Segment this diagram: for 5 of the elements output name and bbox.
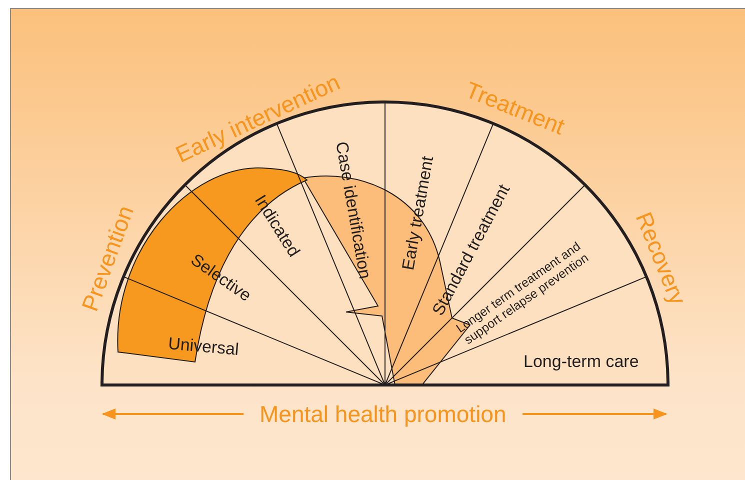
sector-label: Long-term care xyxy=(524,352,639,372)
sector-label: Universal xyxy=(166,334,240,360)
sector-label: Case identification xyxy=(330,140,374,280)
sector-label: Early treatment xyxy=(398,154,438,272)
promotion-label: Mental health promotion xyxy=(260,400,506,428)
